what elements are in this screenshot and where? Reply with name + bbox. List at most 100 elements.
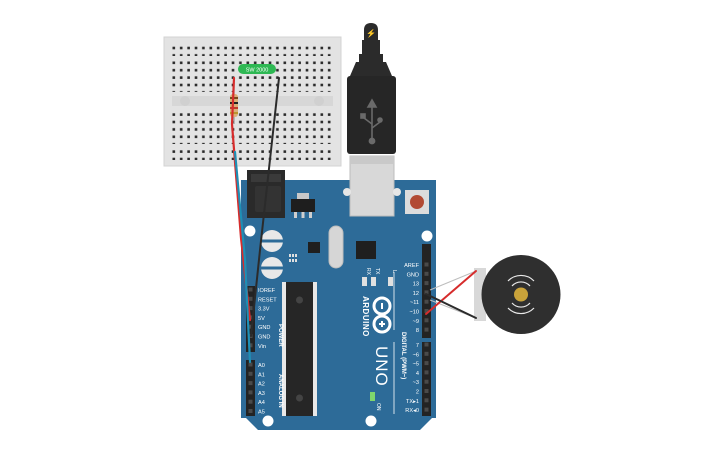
usb-plug: ⚡ <box>347 23 396 154</box>
analog-section-title: ANALOG IN <box>277 374 283 408</box>
header-pin[interactable] <box>424 327 429 332</box>
header-pin[interactable] <box>248 399 253 404</box>
header-pin[interactable] <box>248 343 253 348</box>
pin-label-digital: GND <box>407 272 419 278</box>
reset-button[interactable] <box>405 190 429 214</box>
pin-label-power: IOREF <box>258 288 276 294</box>
right-header-bottom <box>422 342 431 416</box>
header-pin[interactable] <box>248 287 253 292</box>
header-pin[interactable] <box>424 398 429 403</box>
bolt-icon: ⚡ <box>366 28 376 38</box>
header-pin[interactable] <box>248 371 253 376</box>
tilt-sensor[interactable]: SW 2000 <box>238 64 276 74</box>
pin-label-digital: ~9 <box>413 319 419 325</box>
pin-label-digital: ~6 <box>413 352 419 358</box>
pin-label-analog: A3 <box>258 391 265 397</box>
small-chip <box>308 242 320 253</box>
breadboard-mount-hole <box>314 96 324 106</box>
header-pin[interactable] <box>424 370 429 375</box>
pin-label-analog: A5 <box>258 410 265 416</box>
header-pin[interactable] <box>424 407 429 412</box>
header-pin-labels: AREFGND1312~11~10~987~6~54~32TX▸1RX◂0IOR… <box>258 263 420 416</box>
usb-chip <box>356 241 376 259</box>
pin-label-digital: 13 <box>413 282 419 288</box>
usb-icon <box>360 98 383 145</box>
pin-label-digital: ~5 <box>413 362 419 368</box>
resistor-array <box>289 254 297 262</box>
pin-label-digital: ~10 <box>410 310 420 316</box>
voltage-regulator <box>291 193 315 218</box>
mount-hole <box>244 225 256 237</box>
arduino-logo-icon <box>372 296 392 334</box>
piezo-buzzer[interactable] <box>429 255 561 334</box>
header-pin[interactable] <box>248 390 253 395</box>
breadboard-mount-hole <box>180 96 190 106</box>
header-pin[interactable] <box>424 281 429 286</box>
usb-socket <box>349 155 395 217</box>
wire-black-sensor-to-gnd <box>250 77 280 337</box>
wire-blue-breadboard-to-a0 <box>233 150 252 364</box>
microcontroller-chip <box>282 282 317 416</box>
pin-label-power: 5V <box>258 316 265 322</box>
mount-hole <box>421 230 433 242</box>
header-pin[interactable] <box>424 299 429 304</box>
tilt-sensor-label: SW 2000 <box>246 68 269 74</box>
mount-hole <box>262 415 274 427</box>
led-label-tx: TX <box>374 268 380 275</box>
pin-label-digital: AREF <box>404 263 420 269</box>
pin-label-analog: A1 <box>258 372 265 378</box>
power-section-title: POWER <box>277 324 283 347</box>
header-pin[interactable] <box>424 262 429 267</box>
header-pin[interactable] <box>424 271 429 276</box>
logo-text-arduino: ARDUINO <box>361 296 370 337</box>
header-pin[interactable] <box>424 361 429 366</box>
mount-hole <box>365 415 377 427</box>
digital-section-title: DIGITAL (PWM~) <box>400 332 406 379</box>
pin-label-digital: 2 <box>416 390 419 396</box>
header-pin[interactable] <box>424 389 429 393</box>
pin-label-digital: TX▸1 <box>406 399 419 405</box>
breadboard <box>163 36 342 167</box>
header-pin[interactable] <box>248 324 253 329</box>
pin-label-power: RESET <box>258 297 277 303</box>
pin-label-analog: A4 <box>258 400 265 406</box>
wires <box>230 76 477 364</box>
wire-red-pin-to-buzzer <box>425 270 477 315</box>
arduino-board[interactable]: RX TX L ARDUINO UNO ON POWER ANALOG IN D… <box>241 155 436 430</box>
pin-label-power: GND <box>258 325 270 331</box>
header-pin[interactable] <box>248 409 253 413</box>
capacitor <box>260 230 284 252</box>
crystal <box>328 225 344 269</box>
pin-label-power: 3.3V <box>258 307 270 313</box>
on-led-label: ON <box>375 403 381 411</box>
header-pin[interactable] <box>424 342 429 347</box>
pin-label-digital: ~3 <box>413 380 419 386</box>
logo-text-uno: UNO <box>372 346 391 387</box>
header-pin[interactable] <box>248 381 253 386</box>
wire-black-gnd-to-buzzer <box>425 293 477 319</box>
header-pin[interactable] <box>424 290 429 295</box>
header-pin[interactable] <box>248 306 253 311</box>
capacitor <box>260 257 284 279</box>
pin-label-digital: ~11 <box>410 300 419 306</box>
power-jack <box>247 170 285 218</box>
pin-label-digital: 4 <box>416 371 419 377</box>
led-label-l: L <box>391 270 397 273</box>
header-pin[interactable] <box>424 351 429 356</box>
header-pin[interactable] <box>248 296 253 301</box>
header-pin[interactable] <box>424 309 429 313</box>
header-pin[interactable] <box>424 379 429 384</box>
left-header-analog <box>246 360 255 416</box>
header-pin[interactable] <box>424 318 429 323</box>
header-pin[interactable] <box>248 362 253 367</box>
header-pin-holes <box>248 262 429 413</box>
pin-label-power: Vin <box>258 344 266 350</box>
status-leds <box>362 277 393 286</box>
pin-label-digital: 12 <box>413 291 419 297</box>
pin-label-analog: A0 <box>258 363 265 369</box>
led-label-rx: RX <box>365 268 371 276</box>
sound-wave-icon <box>507 274 535 315</box>
pin-label-analog: A2 <box>258 382 265 388</box>
pin-label-digital: 7 <box>416 343 419 349</box>
